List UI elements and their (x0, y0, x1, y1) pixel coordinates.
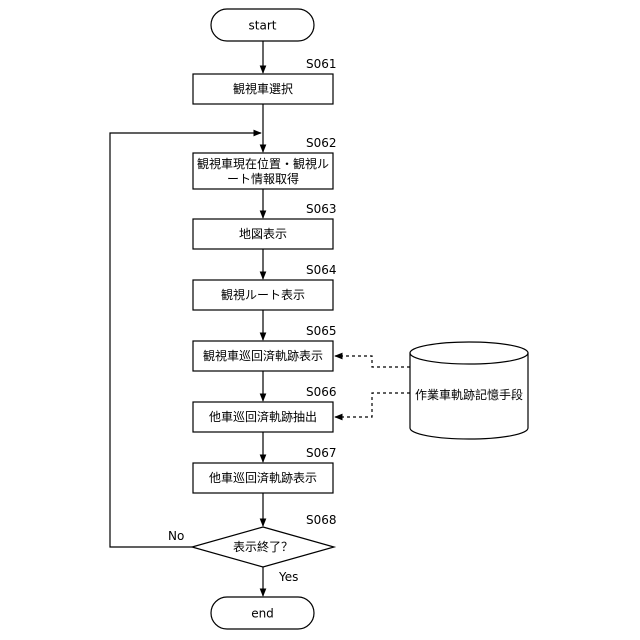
step-id-s061: S061 (306, 57, 337, 71)
step-label-s062-line1: 観視車現在位置・観視ル (197, 156, 329, 171)
process-step-s064: S064 観視ルート表示 (193, 263, 337, 310)
step-label-s063: 地図表示 (239, 227, 287, 241)
step-label-s065: 観視車巡回済軌跡表示 (203, 348, 323, 363)
storage-cylinder: 作業車軌跡記憶手段 (410, 342, 528, 439)
process-step-s065: S065 観視車巡回済軌跡表示 (193, 324, 337, 371)
end-label: end (251, 607, 274, 621)
step-id-s063: S063 (306, 202, 337, 216)
process-step-s061: S061 観視車選択 (193, 57, 337, 104)
storage-label: 作業車軌跡記憶手段 (415, 387, 523, 402)
step-id-s066: S066 (306, 385, 337, 399)
step-id-s067: S067 (306, 446, 337, 460)
process-step-s062: S062 観視車現在位置・観視ル ート情報取得 (193, 136, 337, 189)
end-terminal: end (211, 597, 314, 629)
step-label-s067: 他車巡回済軌跡表示 (209, 470, 317, 485)
start-terminal: start (211, 9, 314, 41)
decision-s068: S068 表示終了？ No Yes (168, 513, 337, 584)
step-label-s064: 観視ルート表示 (221, 287, 305, 302)
dashed-arrow-storage-s066 (335, 393, 410, 417)
step-label-s061: 観視車選択 (233, 81, 293, 96)
process-step-s066: S066 他車巡回済軌跡抽出 (193, 385, 337, 432)
dashed-arrow-storage-s065 (335, 356, 410, 367)
connector-lines (110, 41, 410, 596)
step-label-s066: 他車巡回済軌跡抽出 (209, 409, 317, 424)
decision-label: 表示終了？ (233, 539, 293, 554)
decision-yes-label: Yes (278, 570, 298, 584)
step-id-s065: S065 (306, 324, 337, 338)
decision-no-label: No (168, 529, 184, 543)
process-step-s063: S063 地図表示 (193, 202, 337, 249)
step-id-s062: S062 (306, 136, 337, 150)
step-id-s064: S064 (306, 263, 337, 277)
step-label-s062-line2: ート情報取得 (227, 171, 299, 186)
process-step-s067: S067 他車巡回済軌跡表示 (193, 446, 337, 493)
start-label: start (249, 19, 277, 33)
step-id-s068: S068 (306, 513, 337, 527)
